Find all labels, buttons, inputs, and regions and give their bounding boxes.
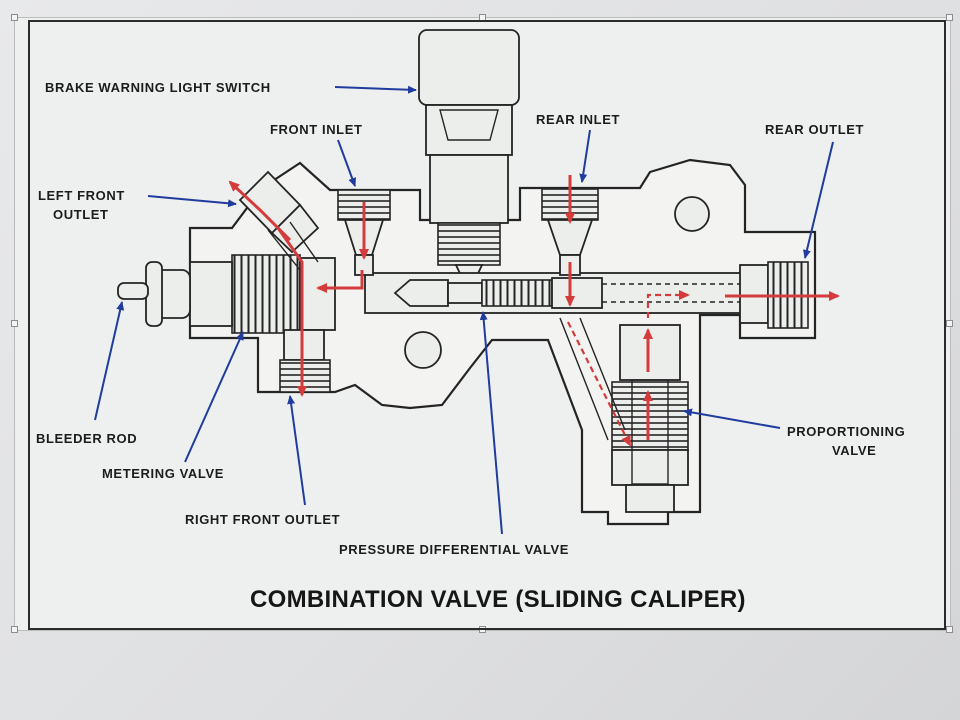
mounting-hole-right	[674, 196, 710, 232]
leader-rear-outlet	[802, 141, 834, 259]
label-proportioning-valve-line1: PROPORTIONING	[787, 424, 905, 439]
label-front-inlet: FRONT INLET	[270, 122, 363, 137]
leader-front-inlet	[337, 139, 356, 187]
proportioning-valve-assembly	[611, 324, 689, 513]
mounting-hole-left	[404, 331, 442, 369]
label-left-front-outlet-line1: LEFT FRONT	[38, 188, 125, 203]
label-brake-warning-light-switch: BRAKE WARNING LIGHT SWITCH	[45, 80, 271, 95]
internal-passages	[267, 221, 626, 441]
label-proportioning-valve-line2: VALVE	[832, 443, 876, 458]
label-left-front-outlet-line2: OUTLET	[53, 207, 109, 222]
leader-right-front-outlet	[287, 395, 306, 506]
label-bleeder-rod: BLEEDER ROD	[36, 431, 137, 446]
label-right-front-outlet: RIGHT FRONT OUTLET	[185, 512, 340, 527]
resize-handle-bottom-left[interactable]	[11, 626, 18, 633]
brake-warning-light-switch	[418, 29, 520, 283]
resize-handle-bottom-right[interactable]	[946, 626, 953, 633]
leader-brake-warning-light-switch	[334, 85, 417, 94]
flow-arrow-right-front-outlet	[276, 227, 307, 397]
metering-valve-assembly	[117, 254, 336, 334]
resize-handle-middle-right[interactable]	[946, 320, 953, 327]
label-metering-valve: METERING VALVE	[102, 466, 224, 481]
pressure-differential-valve-bore	[364, 272, 746, 314]
right-front-outlet-fitting	[279, 329, 331, 393]
diagram-title: COMBINATION VALVE (SLIDING CALIPER)	[250, 586, 746, 613]
bleeder-rod-shape	[117, 282, 149, 300]
flow-arrow-to-metering	[316, 270, 364, 293]
diagram-labels: BRAKE WARNING LIGHT SWITCH FRONT INLET R…	[36, 80, 905, 613]
resize-handle-middle-left[interactable]	[11, 320, 18, 327]
leader-pressure-differential-valve	[479, 311, 503, 535]
leader-proportioning-valve	[683, 408, 781, 429]
leader-lines	[94, 85, 834, 535]
flow-arrow-to-proportioning	[567, 321, 631, 447]
flow-arrow-to-bore	[646, 290, 690, 318]
resize-handle-top-right[interactable]	[946, 14, 953, 21]
fluid-flow-arrows	[228, 175, 840, 447]
leader-bleeder-rod	[94, 301, 125, 421]
leader-rear-inlet	[579, 129, 591, 183]
label-rear-inlet: REAR INLET	[536, 112, 620, 127]
resize-handle-top-left[interactable]	[11, 14, 18, 21]
leader-metering-valve	[184, 331, 244, 463]
label-rear-outlet: REAR OUTLET	[765, 122, 864, 137]
label-pressure-differential-valve: PRESSURE DIFFERENTIAL VALVE	[339, 542, 569, 557]
leader-left-front-outlet	[147, 195, 237, 208]
